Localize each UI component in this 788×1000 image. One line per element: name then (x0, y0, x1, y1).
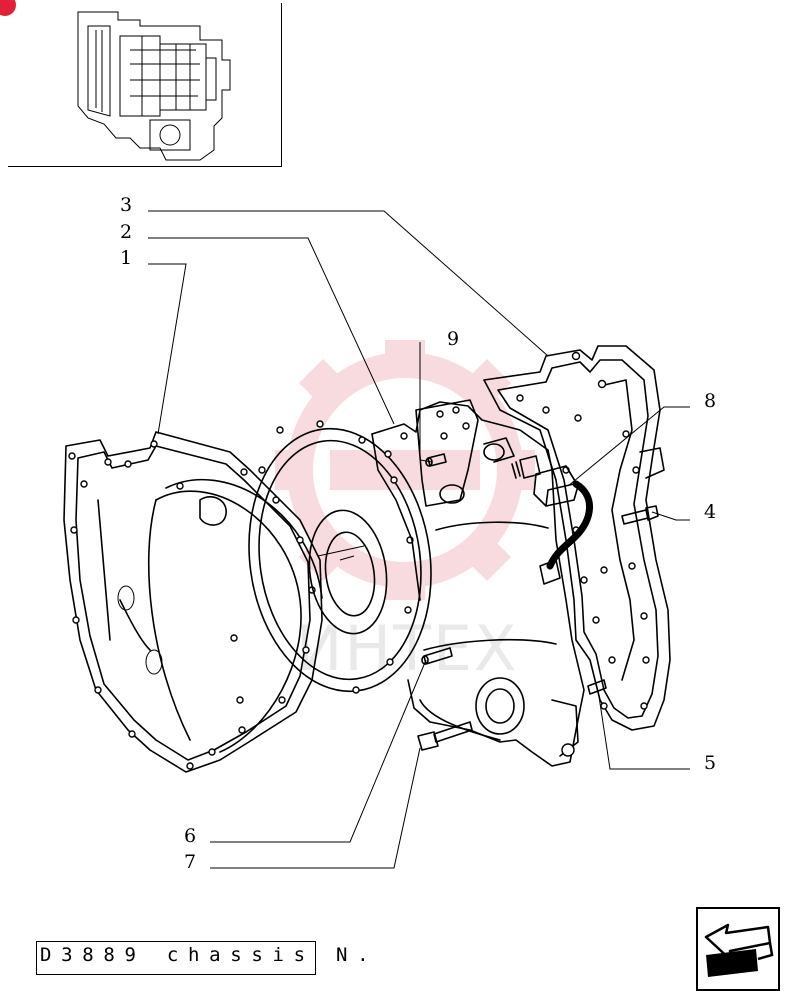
watermark-logo (275, 340, 535, 600)
callout-6: 6 (184, 825, 196, 847)
callout-3: 3 (120, 194, 132, 216)
callout-4: 4 (704, 501, 716, 523)
transmission-thumbnail (77, 11, 231, 161)
bolt-7-part (417, 721, 473, 751)
bell-housing-part (63, 431, 323, 773)
next-page-arrow-icon (704, 923, 774, 977)
sensor-cable-part (511, 455, 593, 585)
callout-2: 2 (120, 221, 132, 243)
callout-7: 7 (184, 851, 196, 873)
transmission-housing-part (248, 399, 585, 767)
pin-5-part (587, 679, 607, 695)
callout-8: 8 (704, 390, 716, 412)
bolt-4-part (621, 505, 659, 525)
next-page-button[interactable] (696, 907, 780, 991)
rear-cover-part (483, 345, 671, 731)
watermark-text: ИНТЕХ (296, 612, 519, 685)
chassis-number-field (36, 941, 316, 975)
callout-1: 1 (120, 247, 132, 269)
chassis-label: D3889 chassis N. (40, 944, 379, 966)
callout-9: 9 (447, 328, 459, 350)
thumbnail-frame (8, 3, 282, 167)
callout-labels: 3 2 1 9 8 4 5 6 7 (120, 194, 716, 873)
callout-5: 5 (704, 752, 716, 774)
leader-lines (148, 210, 690, 869)
corner-marker-icon (0, 0, 16, 16)
